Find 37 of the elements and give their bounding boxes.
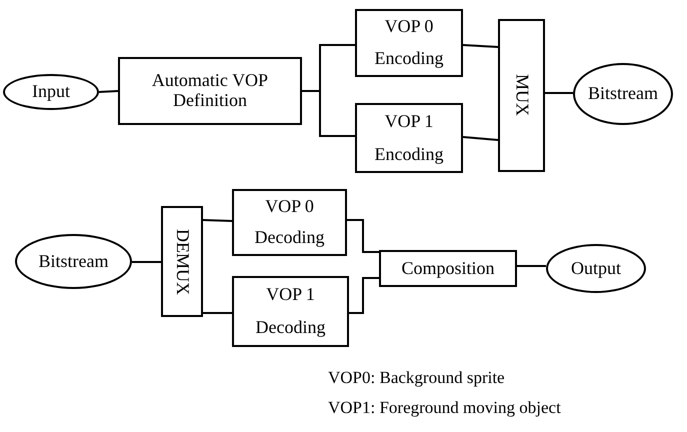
connector-line [132,261,161,263]
connector-line [517,265,546,267]
node-text: MUX [512,74,532,116]
node-text: Encoding [374,49,444,69]
process-box [355,9,463,77]
process-box [379,250,517,287]
connector-line [203,312,232,314]
connector-line [302,90,355,137]
connector-line [349,277,379,314]
node-text: Bitstream [38,252,108,272]
node-text: Composition [401,258,494,278]
node-text: Output [570,258,621,278]
legend-note: VOP0: Background sprite [328,368,505,388]
connector-line [462,44,498,48]
process-box [232,276,349,347]
node-text: Encoding [374,144,444,164]
process-box [232,189,347,256]
connector-line [462,136,498,141]
connector-line [347,219,379,253]
node-text: VOP 0 [265,196,314,217]
node-text: Bitstream [588,84,658,104]
node-text: VOP 1 [384,112,434,132]
node-text: Decoding [256,318,326,338]
node-text: VOP 1 [266,284,315,305]
node-text: Decoding [254,228,324,248]
vertical-process-box [498,19,545,172]
node-text: Automatic VOP Definition [150,71,270,111]
vertical-process-box [161,206,203,317]
node-text: Input [32,82,70,102]
node-text: VOP 0 [384,17,434,37]
process-box [118,57,302,125]
connector-line [98,90,118,93]
connector-line [545,92,573,94]
legend-note: VOP1: Foreground moving object [328,398,561,418]
connector-line [202,219,232,222]
node-text: DEMUX [172,228,192,294]
process-box [355,103,463,173]
